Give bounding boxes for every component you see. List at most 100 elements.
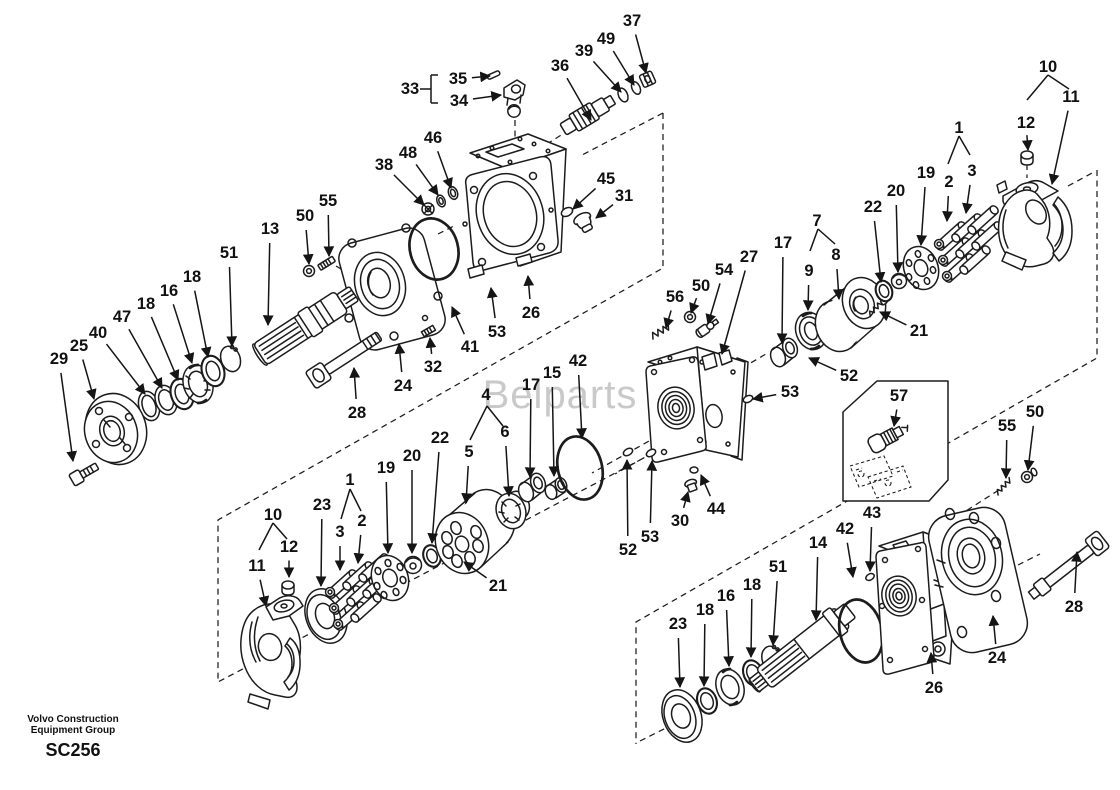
footer-org-line2: Equipment Group xyxy=(30,725,116,736)
leader-line-38 xyxy=(393,174,425,206)
callout-number-27: 27 xyxy=(740,248,758,266)
callout-51: 51 xyxy=(768,558,787,647)
footer-drawing-code: SC256 xyxy=(45,740,101,760)
leader-line-34 xyxy=(472,91,503,102)
callout-number-6: 6 xyxy=(500,423,509,441)
bracket-line xyxy=(349,488,362,512)
bracket-line xyxy=(947,135,960,165)
leader-line-57 xyxy=(890,409,901,428)
callout-number-10: 10 xyxy=(264,506,282,524)
callout-number-53: 53 xyxy=(781,383,799,401)
leader-line-55 xyxy=(323,214,335,258)
bracket-line xyxy=(486,405,504,427)
callout-12: 12 xyxy=(1017,114,1035,152)
callout-number-51: 51 xyxy=(769,558,787,576)
leader-line-18 xyxy=(193,290,212,359)
leader-line-41 xyxy=(451,306,465,335)
leader-line-6 xyxy=(503,445,514,498)
leader-line-39 xyxy=(592,60,622,93)
leader-line-18 xyxy=(698,623,710,688)
callout-number-41: 41 xyxy=(461,338,479,356)
part-bolt-28-br xyxy=(1027,530,1110,600)
callout-28: 28 xyxy=(1065,550,1083,616)
callout-17: 17 xyxy=(774,234,792,345)
part-drive-shaft-13 xyxy=(252,286,359,366)
callout-number-32: 32 xyxy=(424,358,442,376)
callout-number-13: 13 xyxy=(261,220,279,238)
callout-20: 20 xyxy=(403,447,421,555)
callout-number-21: 21 xyxy=(489,577,507,595)
callout-number-38: 38 xyxy=(375,156,393,174)
part-ring-22-right xyxy=(874,279,894,303)
callout-40: 40 xyxy=(89,324,146,395)
leader-line-25 xyxy=(82,359,97,401)
callout-12: 12 xyxy=(280,538,298,579)
callout-number-43: 43 xyxy=(863,504,881,522)
part-bushing-15 xyxy=(544,476,568,501)
leader-line-42 xyxy=(846,542,857,579)
callout-27: 27 xyxy=(719,248,758,356)
callout-number-16: 16 xyxy=(717,587,735,605)
leader-line-31 xyxy=(595,204,614,219)
callout-50: 50 xyxy=(1023,403,1044,472)
callout-15: 15 xyxy=(543,364,561,478)
part-ball-guide-20-right xyxy=(890,272,908,290)
leader-line-23 xyxy=(315,518,327,588)
callout-29: 29 xyxy=(50,350,78,463)
callout-number-18: 18 xyxy=(743,576,761,594)
part-oring-49 xyxy=(630,81,642,95)
callout-18: 18 xyxy=(183,268,212,359)
callout-number-7: 7 xyxy=(812,212,821,230)
callout-53: 53 xyxy=(486,286,506,341)
part-spring-55-br xyxy=(996,476,1011,496)
callout-35: 35 xyxy=(449,70,492,88)
leader-line-18 xyxy=(745,598,757,659)
callout-10: 10 xyxy=(1039,58,1057,76)
callout-number-22: 22 xyxy=(431,429,449,447)
callout-42: 42 xyxy=(836,520,857,579)
leader-line-30 xyxy=(680,490,691,509)
leader-line-27 xyxy=(719,270,746,356)
leader-line-52 xyxy=(621,458,633,537)
callout-33: 33 xyxy=(401,80,419,98)
callout-22: 22 xyxy=(427,429,449,545)
part-plug-31 xyxy=(573,211,593,234)
callout-number-19: 19 xyxy=(917,164,935,182)
part-flange-24-left xyxy=(338,223,446,351)
part-nut-12-bl xyxy=(281,580,295,596)
part-washer-44 xyxy=(689,466,699,474)
leader-line-22 xyxy=(427,451,440,545)
callout-2: 2 xyxy=(353,512,367,565)
callout-38: 38 xyxy=(375,156,425,206)
callout-number-45: 45 xyxy=(597,170,615,188)
callout-number-53: 53 xyxy=(488,323,506,341)
callout-4: 4 xyxy=(481,386,491,404)
callout-34: 34 xyxy=(450,91,503,110)
callout-number-24: 24 xyxy=(394,377,413,395)
bracket-line xyxy=(817,228,836,245)
callout-32: 32 xyxy=(424,336,442,376)
part-shaft-14 xyxy=(748,603,856,693)
leader-line-45 xyxy=(572,187,597,210)
callout-11: 11 xyxy=(248,557,270,608)
callout-number-8: 8 xyxy=(831,246,840,264)
leader-line-2 xyxy=(942,195,953,223)
leader-line-53 xyxy=(646,459,658,524)
callout-51: 51 xyxy=(220,244,238,348)
leader-line-42 xyxy=(576,374,587,440)
callout-57: 57 xyxy=(890,387,908,428)
callout-47: 47 xyxy=(113,308,163,389)
leader-line-52 xyxy=(808,357,837,371)
leader-line-9 xyxy=(802,284,814,312)
callout-5: 5 xyxy=(461,443,474,505)
footer: Volvo Construction Equipment Group SC256 xyxy=(8,714,138,761)
leader-line-11 xyxy=(258,579,270,608)
callout-number-44: 44 xyxy=(707,500,726,518)
bracket-line xyxy=(469,405,488,441)
callout-number-28: 28 xyxy=(348,404,366,422)
leader-line-24 xyxy=(394,342,406,373)
leader-line-56 xyxy=(663,310,674,330)
part-pin-43 xyxy=(865,572,875,582)
part-nut-12-tr xyxy=(1020,150,1034,166)
part-nut-50-mid xyxy=(683,310,697,324)
